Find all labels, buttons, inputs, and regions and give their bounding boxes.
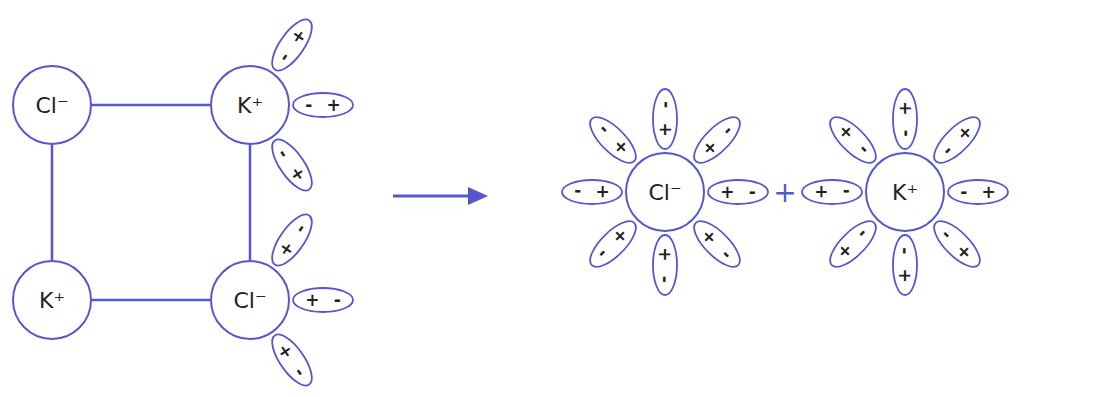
water-dipole: +- xyxy=(582,212,644,274)
water-dipole: -+ xyxy=(925,212,987,274)
ion-symbol: Cl⁻ xyxy=(648,180,681,205)
dipole-outline xyxy=(263,132,320,198)
ion-circle: Cl⁻ xyxy=(625,152,705,232)
water-dipole: +- xyxy=(561,179,623,205)
water-dipole: -+ xyxy=(892,234,918,296)
water-dipole: +- xyxy=(263,207,320,273)
charge-sign: - xyxy=(960,184,967,201)
charge-sign: + xyxy=(897,269,914,283)
water-dipole: -+ xyxy=(925,109,987,171)
charge-sign: + xyxy=(327,97,341,114)
dipole-outline xyxy=(685,212,747,274)
dipole-outline xyxy=(582,109,644,171)
water-dipole: +- xyxy=(652,234,678,296)
charge-sign: - xyxy=(897,247,914,254)
water-dipole: -+ xyxy=(263,12,320,78)
water-dipole: -+ xyxy=(263,132,320,198)
ion-circle: K⁺ xyxy=(12,260,92,340)
ion-circle: K⁺ xyxy=(865,152,945,232)
lattice-bond xyxy=(250,145,251,260)
ion-symbol: K⁺ xyxy=(237,93,263,118)
dipole-outline xyxy=(263,327,320,393)
charge-sign: + xyxy=(982,184,996,201)
water-dipole: +- xyxy=(263,327,320,393)
charge-sign: - xyxy=(305,97,312,114)
ion-symbol: Cl⁻ xyxy=(233,288,266,313)
charge-sign: - xyxy=(574,184,581,201)
charge-sign: + xyxy=(657,123,674,137)
charge-sign: - xyxy=(897,130,914,137)
water-dipole: -+ xyxy=(947,179,1009,205)
dipole-outline xyxy=(947,179,1009,205)
dipole-outline xyxy=(652,234,678,296)
charge-sign: - xyxy=(749,184,756,201)
water-dipole: -+ xyxy=(801,179,863,205)
dipole-outline xyxy=(892,234,918,296)
water-dipole: -+ xyxy=(822,109,884,171)
ion-symbol: K⁺ xyxy=(39,288,65,313)
water-dipole: +- xyxy=(685,212,747,274)
reaction-arrow-head xyxy=(468,187,488,205)
dipole-outline xyxy=(561,179,623,205)
dipole-outline xyxy=(707,179,769,205)
dipole-outline xyxy=(822,109,884,171)
charge-sign: - xyxy=(843,184,850,201)
ion-symbol: Cl⁻ xyxy=(35,93,68,118)
ion-circle: Cl⁻ xyxy=(12,65,92,145)
dipole-outline xyxy=(925,109,987,171)
water-dipole: +- xyxy=(685,109,747,171)
water-dipole: -+ xyxy=(892,88,918,150)
charge-sign: - xyxy=(334,292,341,309)
dipole-outline xyxy=(925,212,987,274)
charge-sign: + xyxy=(814,184,828,201)
ion-symbol: K⁺ xyxy=(892,180,918,205)
charge-sign: - xyxy=(657,101,674,108)
dipole-outline xyxy=(263,12,320,78)
charge-sign: + xyxy=(897,101,914,115)
dipole-outline xyxy=(685,109,747,171)
reaction-arrow-shaft xyxy=(393,195,470,198)
dipole-outline xyxy=(582,212,644,274)
dipole-outline xyxy=(263,207,320,273)
dipole-outline xyxy=(801,179,863,205)
water-dipole: -+ xyxy=(822,212,884,274)
lattice-bond xyxy=(92,300,210,301)
dipole-outline xyxy=(292,287,354,313)
charge-sign: + xyxy=(305,292,319,309)
dipole-outline xyxy=(822,212,884,274)
dipole-outline xyxy=(652,88,678,150)
ion-circle: Cl⁻ xyxy=(210,260,290,340)
dipole-outline xyxy=(292,92,354,118)
charge-sign: - xyxy=(657,276,674,283)
lattice-bond xyxy=(92,105,210,106)
dipole-outline xyxy=(892,88,918,150)
ion-circle: K⁺ xyxy=(210,65,290,145)
plus-sign: + xyxy=(773,176,796,209)
water-dipole: +- xyxy=(652,88,678,150)
charge-sign: + xyxy=(657,247,674,261)
charge-sign: + xyxy=(720,184,734,201)
water-dipole: +- xyxy=(582,109,644,171)
water-dipole: +- xyxy=(707,179,769,205)
water-dipole: -+ xyxy=(292,92,354,118)
charge-sign: + xyxy=(596,184,610,201)
lattice-bond xyxy=(52,145,53,260)
water-dipole: +- xyxy=(292,287,354,313)
